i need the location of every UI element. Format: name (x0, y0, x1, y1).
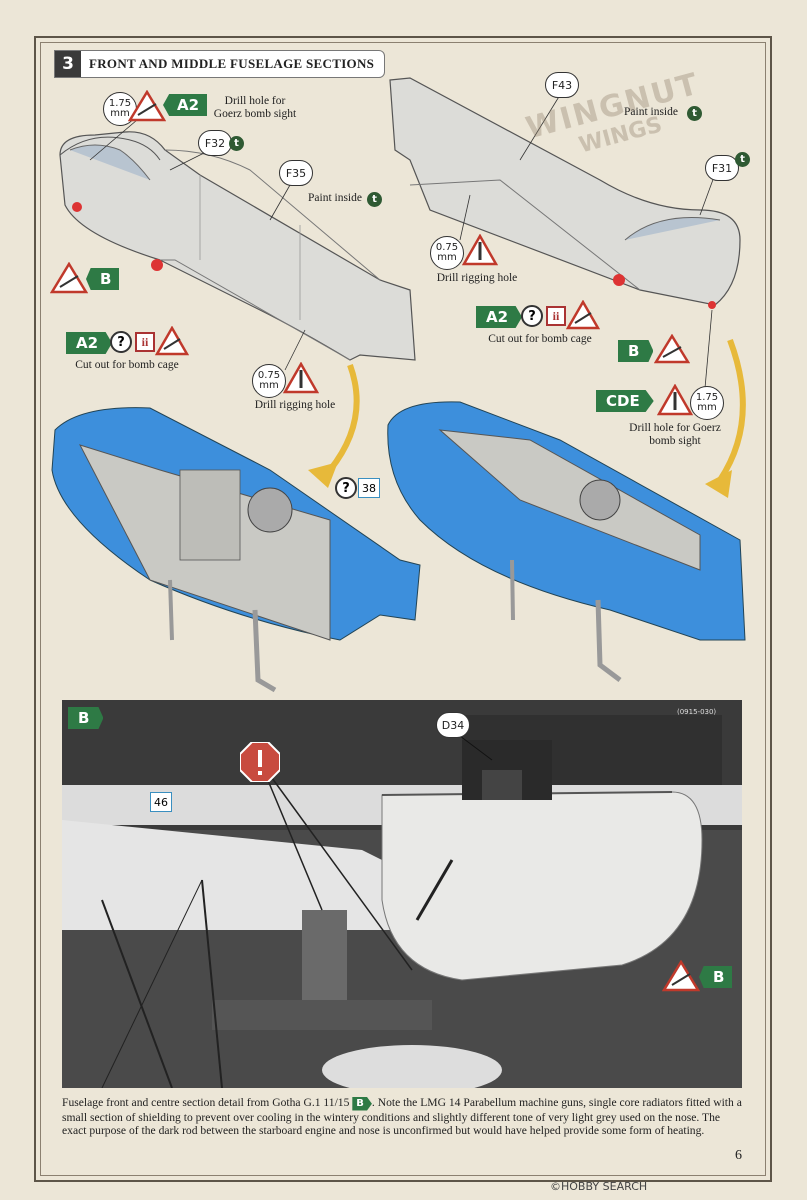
knife-icon-photo (662, 960, 700, 992)
part-f32: F32 (198, 130, 232, 156)
knife-icon-b (50, 262, 88, 294)
question-icon-38: ? (335, 477, 357, 499)
caption-tag: B (352, 1097, 372, 1111)
paint-dot-left: t (367, 192, 382, 207)
ref-38: 38 (358, 478, 380, 498)
drill-size-right: 1.75 mm (690, 386, 724, 420)
ref-tag-b-right: B (618, 340, 654, 362)
ref-tag-b-left: B (86, 268, 120, 290)
rig-label-right: Drill rigging hole (436, 272, 518, 284)
ref-tag-cde: CDE (596, 390, 654, 412)
goerz-label-right: Drill hole for Goerz bomb sight (629, 422, 721, 447)
cut-out-label-right: Cut out for bomb cage (488, 333, 592, 345)
assembly-illustrations (51, 77, 746, 693)
photo-ref-tag: B (68, 707, 104, 729)
lower-left-fuselage (51, 407, 421, 693)
paint-dot-f32: t (229, 136, 244, 151)
drill-icon-right (462, 234, 498, 266)
page-number: 6 (735, 1148, 742, 1163)
ii-icon-right: ii (546, 306, 566, 326)
section-header: 3 FRONT AND MIDDLE FUSELAGE SECTIONS (54, 50, 386, 78)
section-title: FRONT AND MIDDLE FUSELAGE SECTIONS (89, 56, 375, 71)
page-border (34, 36, 772, 1182)
knife-icon-cut (155, 326, 189, 356)
upper-right-fuselage (389, 77, 741, 309)
paint-inside-label: Paint inside (308, 192, 362, 204)
ii-icon: ii (135, 332, 155, 352)
paint-dot-right: t (687, 106, 702, 121)
ref-tag-a2-cut: A2 (66, 332, 113, 354)
ref-tag-a2-right: A2 (476, 306, 523, 328)
photo-b-tag: B (699, 966, 733, 988)
page-border-inner (40, 42, 766, 1176)
caption-text-1: Fuselage front and centre section detail… (62, 1096, 353, 1109)
paint-inside-right: Paint inside (624, 106, 678, 118)
part-f43: F43 (545, 72, 579, 98)
goerz-label: Drill hole for Goerz bomb sight (213, 95, 297, 120)
ref-46: 46 (150, 792, 172, 812)
part-f35: F35 (279, 160, 313, 186)
rig-size-right: 0.75 mm (430, 236, 464, 270)
reference-photo: B (0915-030) D34 46 B (62, 700, 742, 1088)
drill-icon-cde (657, 384, 693, 416)
upper-left-fuselage (59, 131, 416, 361)
paint-dot-f31: t (735, 152, 750, 167)
knife-icon (128, 90, 166, 122)
rig-label-left: Drill rigging hole (254, 399, 336, 411)
footer-watermark: ©HOBBY SEARCH (550, 1180, 648, 1193)
knife-icon-b-right (654, 334, 690, 364)
warning-icon (240, 742, 280, 782)
lower-right-fuselage (387, 401, 746, 682)
knife-icon-right (566, 300, 600, 330)
drill-icon-left (283, 362, 319, 394)
photo-illustration (62, 700, 742, 1088)
rig-size-left: 0.75 mm (252, 364, 286, 398)
part-d34: D34 (436, 712, 470, 738)
part-f31: F31 (705, 155, 739, 181)
question-icon: ? (110, 331, 132, 353)
section-number: 3 (55, 51, 81, 77)
cut-out-label-left: Cut out for bomb cage (75, 359, 179, 371)
question-icon-right: ? (521, 305, 543, 327)
ref-tag-a2: A2 (163, 94, 208, 116)
photo-code: (0915-030) (677, 708, 717, 716)
caption-text-2: . Note the LMG 14 Parabellum machine gun… (62, 1096, 742, 1137)
photo-caption: Fuselage front and centre section detail… (62, 1096, 742, 1138)
